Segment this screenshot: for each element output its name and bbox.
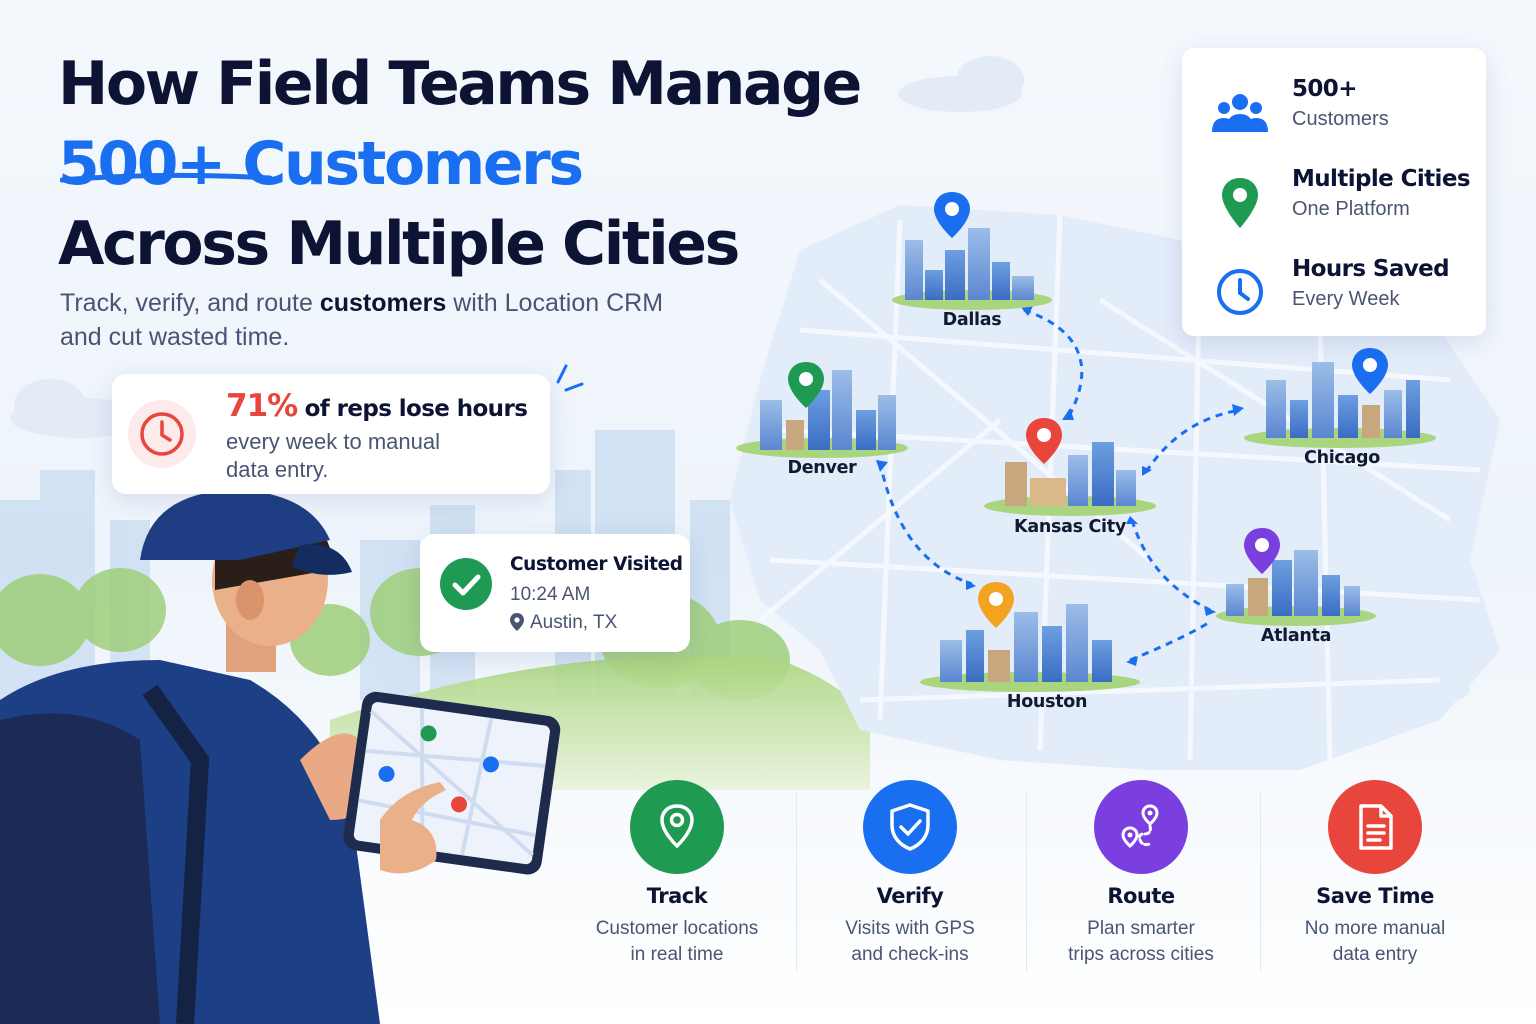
feature-desc-line-1: Visits with GPS xyxy=(845,918,975,939)
route-arrows xyxy=(878,308,1241,662)
field-rep-illustration xyxy=(0,490,561,1024)
feature-divider xyxy=(1260,792,1261,972)
feature-route: Route Plan smarter trips across cities xyxy=(1026,780,1256,968)
feature-desc-line-2: trips across cities xyxy=(1068,944,1214,965)
summary-title-2: Multiple Cities xyxy=(1292,166,1471,192)
headline-underline xyxy=(60,172,272,183)
summary-title-3: Hours Saved xyxy=(1292,256,1450,282)
summary-sub-2: One Platform xyxy=(1292,198,1410,220)
headline-line-2: 500+ Customers xyxy=(58,129,584,199)
map-region xyxy=(730,205,1500,770)
stat-line-3: data entry. xyxy=(226,457,329,482)
summary-card: 500+ Customers Multiple Cities One Platf… xyxy=(1182,48,1486,336)
map-roads xyxy=(758,214,1481,761)
pin-denver xyxy=(788,362,824,408)
accent-marks xyxy=(556,364,584,392)
summary-sub-3: Every Week xyxy=(1292,288,1400,310)
feature-desc-line-2: data entry xyxy=(1332,944,1418,965)
subtitle-pre: Track, verify, and route xyxy=(60,289,320,317)
visit-location-text: Austin, TX xyxy=(530,612,618,633)
subtitle-bold: customers xyxy=(319,289,447,317)
feature-desc-line-1: Plan smarter xyxy=(1087,918,1195,939)
city-atlanta xyxy=(1216,550,1376,626)
summary-title-1: 500+ xyxy=(1292,76,1357,102)
city-label-houston: Houston xyxy=(1006,692,1088,712)
location-pin-icon xyxy=(510,613,524,631)
subtitle: Track, verify, and route customers with … xyxy=(60,286,760,354)
visit-title: Customer Visited xyxy=(510,554,683,575)
map-pin-icon xyxy=(1210,176,1270,232)
feature-divider xyxy=(796,792,797,972)
feature-desc-line-1: Customer locations xyxy=(595,918,759,939)
pin-atlanta xyxy=(1244,528,1280,574)
feature-track: Track Customer locations in real time xyxy=(562,780,792,968)
customer-visited-card: Customer Visited 10:24 AM Austin, TX xyxy=(420,534,690,652)
city-label-kansas-city: Kansas City xyxy=(1014,517,1126,537)
feature-title: Route xyxy=(1107,884,1175,908)
stat-percent: 71% xyxy=(226,388,298,424)
stat-line-2: every week to manual xyxy=(226,429,440,454)
document-icon xyxy=(1328,780,1422,874)
pin-houston xyxy=(978,582,1014,628)
pin-kansas-city xyxy=(1026,418,1062,464)
city-label-chicago: Chicago xyxy=(1304,448,1380,468)
feature-desc-line-1: No more manual xyxy=(1304,918,1446,939)
feature-save-time: Save Time No more manual data entry xyxy=(1260,780,1490,968)
headline-line-1: How Field Teams Manage xyxy=(58,49,862,119)
location-pin-icon xyxy=(630,780,724,874)
shield-check-icon xyxy=(863,780,957,874)
stat-card: 71% of reps lose hours every week to man… xyxy=(112,374,550,494)
feature-title: Track xyxy=(646,884,708,908)
visit-time: 10:24 AM xyxy=(510,584,591,605)
check-circle-icon xyxy=(440,558,492,610)
subtitle-line-2: and cut wasted time. xyxy=(60,323,290,351)
headline: How Field Teams Manage 500+ Customers Ac… xyxy=(58,44,878,284)
pin-dallas xyxy=(934,192,970,238)
city-houston xyxy=(920,604,1140,692)
feature-divider xyxy=(1026,792,1027,972)
summary-row-hours: Hours Saved Every Week xyxy=(1182,256,1486,336)
feature-desc-line-2: in real time xyxy=(630,944,724,965)
city-label-dallas: Dallas xyxy=(942,310,1002,330)
city-label-atlanta: Atlanta xyxy=(1260,626,1332,646)
feature-desc-line-2: and check-ins xyxy=(851,944,969,965)
city-label-denver: Denver xyxy=(787,458,857,478)
city-kansas-city xyxy=(984,442,1156,516)
city-dallas xyxy=(892,228,1052,310)
clock-icon xyxy=(1210,266,1270,322)
city-chicago xyxy=(1244,362,1436,448)
feature-verify: Verify Visits with GPS and check-ins xyxy=(795,780,1025,968)
subtitle-post: with Location CRM xyxy=(446,289,664,317)
summary-row-cities: Multiple Cities One Platform xyxy=(1182,166,1486,246)
route-icon xyxy=(1094,780,1188,874)
summary-sub-1: Customers xyxy=(1292,108,1389,130)
stat-headline: of reps lose hours xyxy=(297,396,528,422)
stat-text: 71% of reps lose hours every week to man… xyxy=(226,388,546,484)
feature-title: Save Time xyxy=(1316,884,1434,908)
headline-line-3: Across Multiple Cities xyxy=(58,209,740,279)
city-denver xyxy=(736,370,908,458)
visit-location: Austin, TX xyxy=(510,612,617,634)
people-icon xyxy=(1210,86,1270,142)
feature-title: Verify xyxy=(876,884,944,908)
pin-chicago xyxy=(1352,348,1388,394)
summary-row-customers: 500+ Customers xyxy=(1182,76,1486,156)
clock-icon xyxy=(128,400,196,468)
